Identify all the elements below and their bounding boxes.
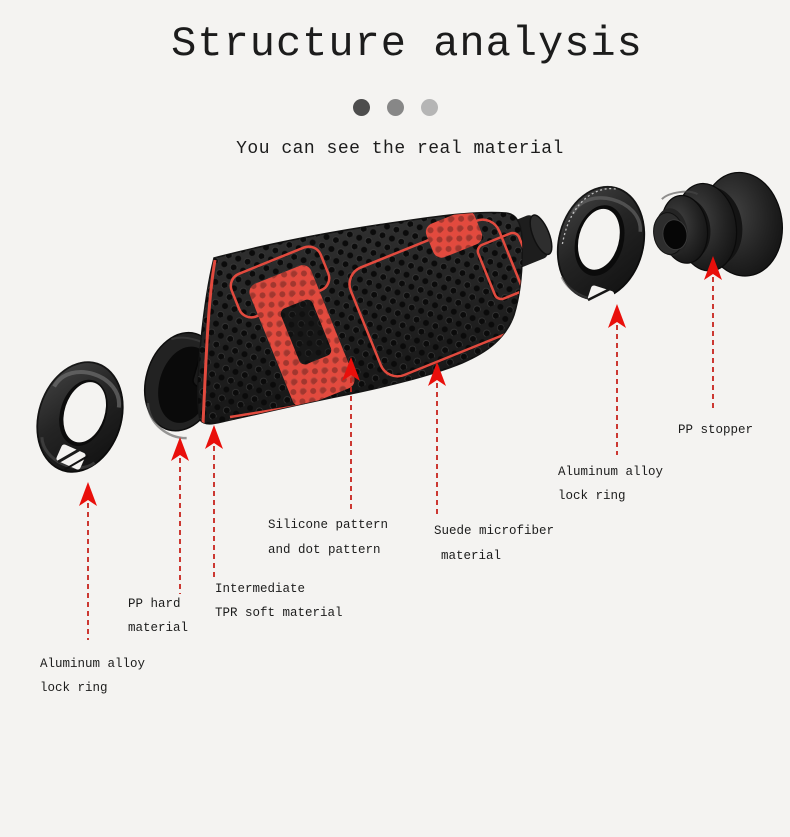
label-line: Silicone pattern (268, 518, 389, 532)
right-ring-clamp-slot (587, 285, 615, 307)
label-aluminum-alloy-lock-ring-left: Aluminum alloy lock ring (40, 652, 145, 700)
label-suede-microfiber-material: Suede microfiber material (434, 519, 554, 569)
arrow-right-lock-ring (608, 304, 626, 455)
silicone-red-pattern-graphic (201, 212, 523, 424)
label-intermediate-tpr-soft-material: Intermediate TPR soft material (215, 577, 343, 625)
decorative-dot-1 (352, 99, 370, 116)
label-line: Aluminum alloy (558, 465, 664, 479)
label-line: Intermediate (215, 582, 306, 596)
label-line: PP stopper (678, 423, 754, 437)
arrow-left-lock-ring (79, 482, 97, 640)
label-line: lock ring (40, 681, 108, 695)
pointer-arrows (79, 256, 722, 640)
label-silicone-and-dot-pattern: Silicone pattern and dot pattern (268, 513, 388, 563)
decorative-dot-2 (386, 99, 404, 116)
label-line: material (441, 549, 502, 563)
label-line: Suede microfiber (434, 524, 555, 538)
grip-body-graphic (197, 211, 523, 425)
label-pp-stopper: PP stopper (678, 418, 753, 442)
pp-stopper-graphic (653, 171, 784, 277)
page-subtitle: You can see the real material (236, 139, 564, 159)
arrow-pp-hard-material (171, 437, 189, 594)
label-aluminum-alloy-lock-ring-right: Aluminum alloy lock ring (558, 460, 663, 508)
arrow-silicone-pattern (342, 357, 360, 512)
arrow-suede-microfiber (428, 362, 446, 518)
left-ring-clamp-slot (56, 444, 89, 471)
label-line: material (128, 621, 189, 635)
decorative-dot-3 (420, 99, 438, 116)
page-title: Structure analysis (171, 20, 643, 68)
ring-engraving-marks (561, 187, 617, 245)
right-lock-ring-graphic (556, 185, 646, 307)
decorative-dots (0, 99, 790, 116)
label-line: TPR soft material (215, 606, 343, 620)
left-lock-ring-graphic (36, 361, 124, 473)
label-pp-hard-material: PP hard material (128, 592, 188, 640)
label-line: Aluminum alloy (40, 657, 146, 671)
arrow-intermediate-tpr (205, 425, 223, 577)
label-line: PP hard (128, 597, 181, 611)
label-line: lock ring (558, 489, 626, 503)
label-line: and dot pattern (268, 543, 381, 557)
arrow-pp-stopper (704, 256, 722, 412)
